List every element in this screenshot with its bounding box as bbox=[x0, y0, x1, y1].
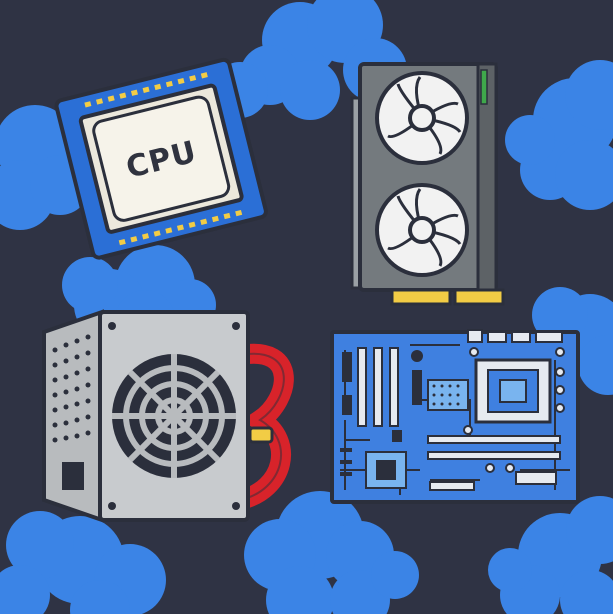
ram-slots bbox=[427, 435, 561, 460]
graphics-card-icon bbox=[350, 62, 505, 306]
cloud-icon bbox=[505, 60, 613, 210]
gpu-pcie-connector bbox=[390, 288, 452, 306]
cpu-lid-inner bbox=[92, 95, 231, 222]
chip-block bbox=[342, 352, 352, 382]
io-ports bbox=[467, 329, 563, 343]
power-socket bbox=[62, 462, 84, 490]
cpu-pins bbox=[84, 72, 243, 246]
sata-ports bbox=[429, 471, 557, 491]
motherboard-icon bbox=[330, 329, 580, 504]
power-supply-icon bbox=[42, 309, 294, 523]
cloud-icon bbox=[0, 511, 166, 614]
cable-tie bbox=[248, 426, 274, 444]
pci-slots bbox=[357, 347, 399, 427]
cloud-icon bbox=[244, 491, 419, 614]
cpu-icon: CPU bbox=[54, 57, 268, 260]
capacitors bbox=[463, 347, 565, 473]
cloud-icon bbox=[488, 496, 613, 614]
